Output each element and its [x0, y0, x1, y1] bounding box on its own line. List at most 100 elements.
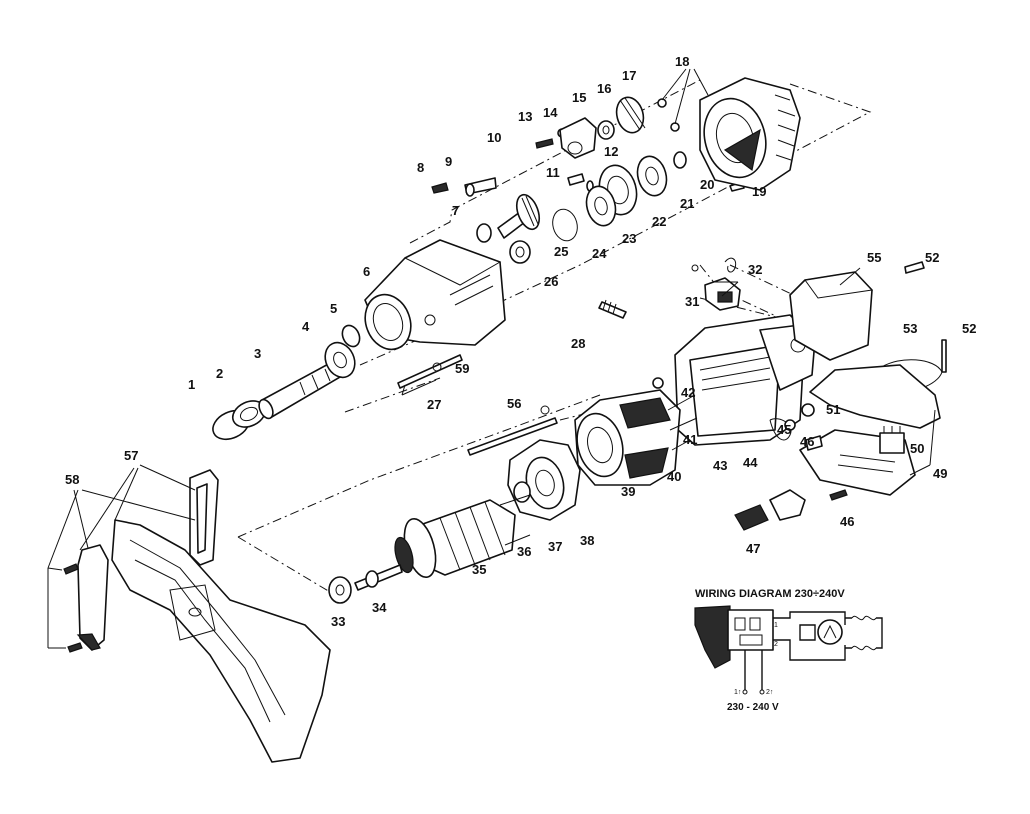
- wiring-diagram-title: WIRING DIAGRAM 230÷240V: [695, 588, 845, 600]
- part-47-switch: [769, 489, 806, 521]
- wiring-motor-symbol: [817, 619, 843, 645]
- part-28-screw: [598, 301, 627, 319]
- wiring-terminal-1-mark: 1↑: [734, 689, 741, 696]
- spindle-group: [212, 324, 361, 441]
- callout-15: 15: [572, 90, 586, 105]
- wiring-field-coil-bottom: [851, 645, 877, 651]
- part-42-screw: [652, 377, 664, 389]
- wiring-terminal-2-mark: 2↑: [766, 689, 773, 696]
- part-8-pin: [431, 182, 449, 194]
- callout-47: 47: [746, 541, 760, 556]
- part-18-screw-a: [657, 98, 667, 108]
- part-52-screw-b: [941, 339, 947, 373]
- part-57-bracket: [111, 519, 331, 763]
- callout-5: 5: [330, 301, 337, 316]
- callout-43: 43: [713, 458, 727, 473]
- callout-35: 35: [472, 562, 486, 577]
- handle-group: [789, 261, 947, 496]
- part-50-capacitor: [879, 432, 905, 454]
- callout-24: 24: [592, 246, 607, 261]
- part-33-bearing: [328, 576, 352, 604]
- callout-27: 27: [427, 397, 441, 412]
- callout-39: 39: [621, 484, 635, 499]
- callout-3: 3: [254, 346, 261, 361]
- part-21-gear: [636, 155, 668, 197]
- wiring-switch-body: [694, 605, 731, 669]
- callout-34: 34: [372, 600, 387, 615]
- wiring-voltage-label: 230 - 240 V: [727, 702, 779, 713]
- part-6-gear-case: [364, 239, 506, 351]
- callout-32: 32: [748, 262, 762, 277]
- callout-31: 31: [685, 294, 699, 309]
- callout-46b: 46: [840, 514, 854, 529]
- gear-train-group: [431, 96, 745, 264]
- callout-51: 51: [826, 402, 840, 417]
- callout-41: 41: [683, 432, 697, 447]
- callout-28: 28: [571, 336, 585, 351]
- side-handle-group: [63, 469, 331, 763]
- callout-50: 50: [910, 441, 924, 456]
- callout-17: 17: [622, 68, 636, 83]
- callout-11: 11: [546, 165, 560, 180]
- part-20-ring: [673, 151, 687, 169]
- part-36-bearing: [513, 481, 531, 503]
- callout-labels: 1 2 3 4 5 6 7 8 9 10 11 12 13 14 15 16 1…: [65, 54, 976, 629]
- callout-21: 21: [680, 196, 694, 211]
- bolts-group: [397, 299, 627, 456]
- callout-52a: 52: [925, 250, 939, 265]
- part-46-clamp-a: [805, 435, 823, 451]
- part-5-ring: [341, 324, 361, 348]
- part-49-handle-half: [809, 364, 941, 429]
- callout-6: 6: [363, 264, 370, 279]
- wiring-diagram: WIRING DIAGRAM 230÷240V 1↑ 2↑ 1 2 230 - …: [694, 588, 883, 713]
- part-56-washer: [540, 405, 550, 415]
- callout-18: 18: [675, 54, 689, 69]
- callout-44: 44: [743, 455, 758, 470]
- callout-1: 1: [188, 377, 195, 392]
- wiring-field-coil-top: [851, 615, 877, 621]
- part-52-screw-a: [904, 261, 925, 274]
- callout-40: 40: [667, 469, 681, 484]
- part-46-clamp-b: [829, 489, 848, 501]
- callout-19: 19: [752, 184, 766, 199]
- part-13-screw: [535, 138, 554, 149]
- callout-9: 9: [445, 154, 452, 169]
- callout-53: 53: [903, 321, 917, 336]
- callout-25: 25: [554, 244, 568, 259]
- callout-20: 20: [700, 177, 714, 192]
- wiring-terminal-1: 1: [774, 622, 778, 629]
- part-34-ring: [365, 570, 379, 588]
- callout-4: 4: [302, 319, 310, 334]
- part-18-gearbox-cover: [699, 77, 801, 191]
- callout-22: 22: [652, 214, 666, 229]
- callout-12: 12: [604, 144, 618, 159]
- callout-2: 2: [216, 366, 223, 381]
- part-16-bearing: [597, 120, 615, 140]
- callout-14: 14: [543, 105, 558, 120]
- callout-26: 26: [544, 274, 558, 289]
- switch-group: [734, 403, 848, 531]
- part-51-screw: [801, 403, 815, 417]
- callout-8: 8: [417, 160, 424, 175]
- part-35-armature: [354, 494, 531, 591]
- part-40-41-wires: [667, 394, 698, 451]
- callout-46a: 46: [800, 434, 814, 449]
- part-27-bolt-a: [397, 354, 463, 389]
- callout-13: 13: [518, 109, 532, 124]
- callout-37: 37: [548, 539, 562, 554]
- part-23-clutch: [585, 185, 617, 227]
- callout-59: 59: [455, 361, 469, 376]
- callout-7: 7: [452, 203, 459, 218]
- part-26-bearing: [509, 240, 531, 264]
- callout-55: 55: [867, 250, 881, 265]
- callout-45: 45: [777, 422, 791, 437]
- brush-group: [691, 257, 741, 311]
- callout-16: 16: [597, 81, 611, 96]
- part-59-washer: [432, 362, 442, 372]
- callout-49: 49: [933, 466, 947, 481]
- part-45-washer: [784, 419, 796, 431]
- callout-56: 56: [507, 396, 521, 411]
- part-27-bolt-b: [467, 417, 558, 456]
- part-7-bearing: [476, 223, 492, 243]
